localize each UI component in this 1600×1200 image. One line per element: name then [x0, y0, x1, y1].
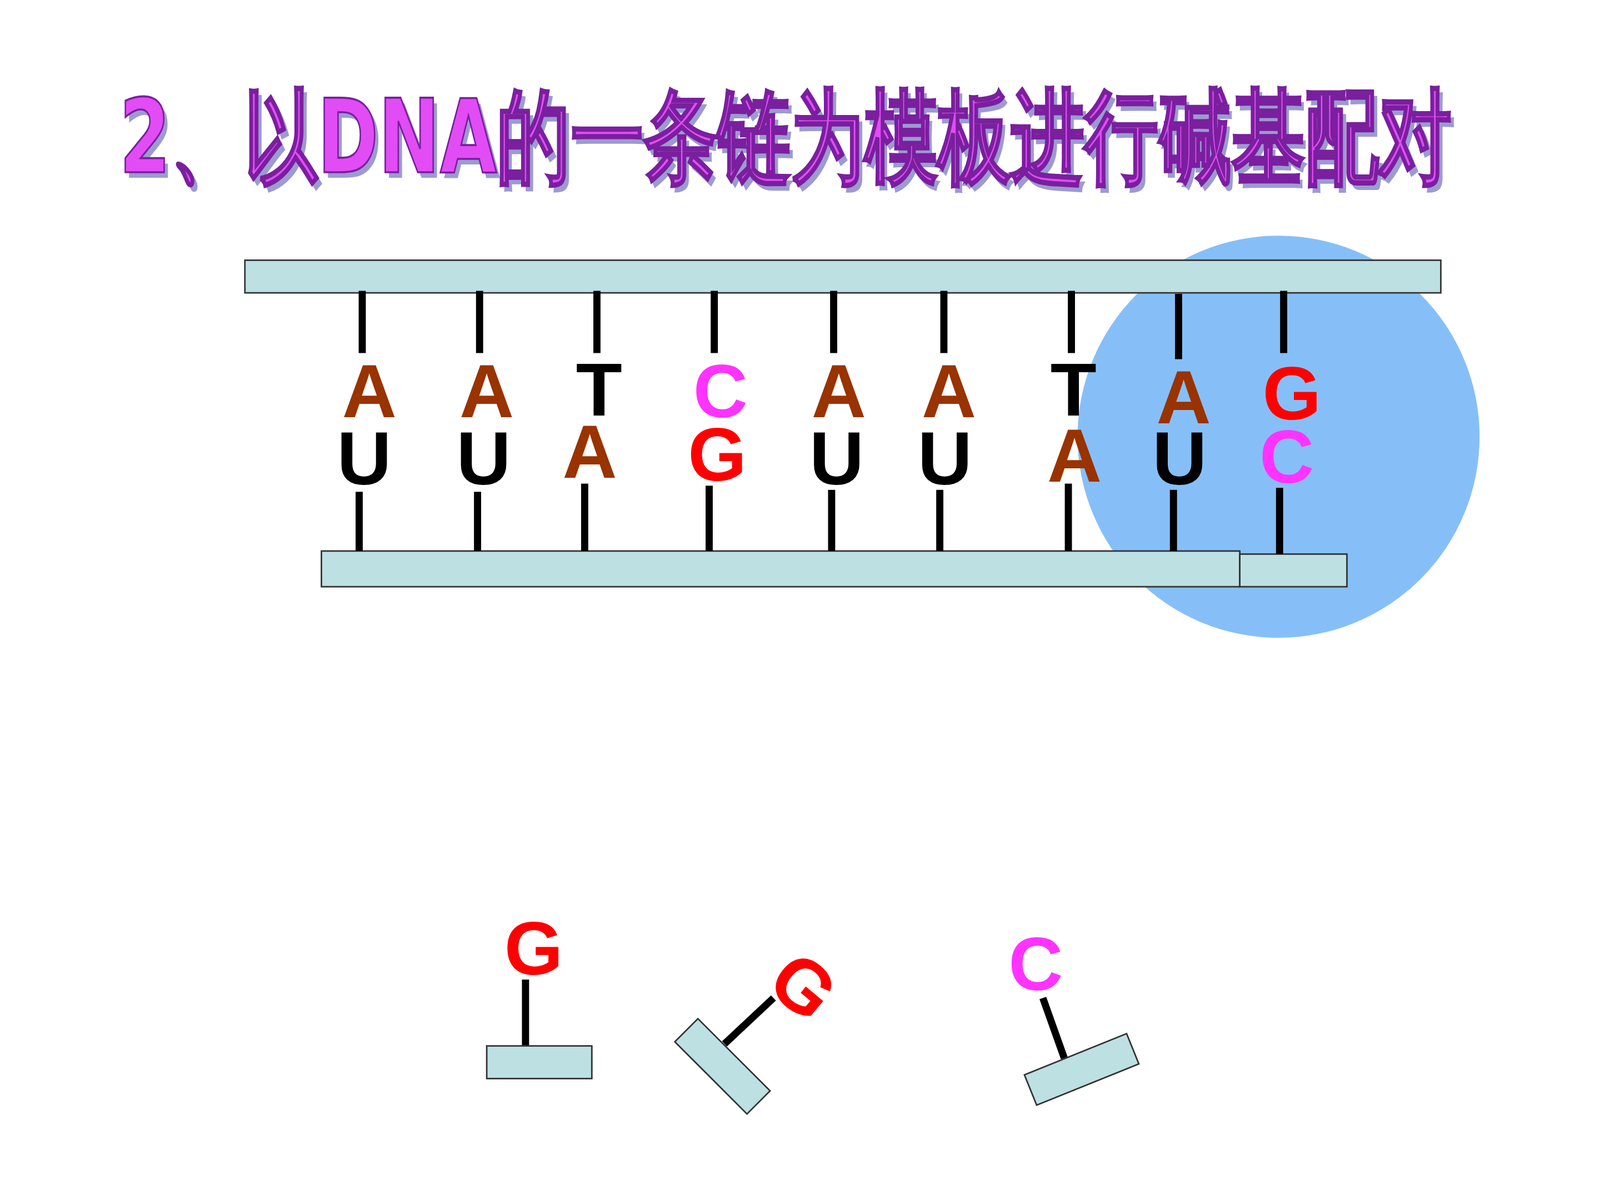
rna-strand: [321, 551, 1240, 587]
free-nucleotide-letter: G: [756, 938, 850, 1035]
rna-base-letter: C: [1259, 419, 1314, 495]
rna-base-letter: U: [809, 421, 864, 498]
slide-title: 2、以DNA的一条链为模板进行碱基配对: [119, 86, 1452, 189]
dna-base-letter: T: [1050, 352, 1097, 428]
rna-base-letter: G: [687, 417, 747, 493]
dna-base-letter: A: [342, 353, 397, 430]
rna-base-letter: U: [456, 421, 512, 498]
rna-base-letter: A: [562, 414, 618, 490]
rna-base-letter: A: [1047, 418, 1102, 494]
dna-base-letter: A: [811, 353, 867, 430]
free-nucleotide-letter: G: [504, 911, 564, 987]
rna-base-letter: U: [917, 421, 973, 498]
rna-base-letter: U: [1152, 421, 1207, 498]
base-sticks: [359, 290, 1284, 554]
dna-base-letter: A: [459, 353, 514, 430]
free-nucleotide-letter: C: [1008, 926, 1063, 1003]
dna-template-strand: [245, 260, 1442, 293]
dna-base-letter: A: [921, 353, 977, 430]
rna-new-segment: [1240, 553, 1348, 587]
rna-base-letter: U: [337, 421, 392, 498]
